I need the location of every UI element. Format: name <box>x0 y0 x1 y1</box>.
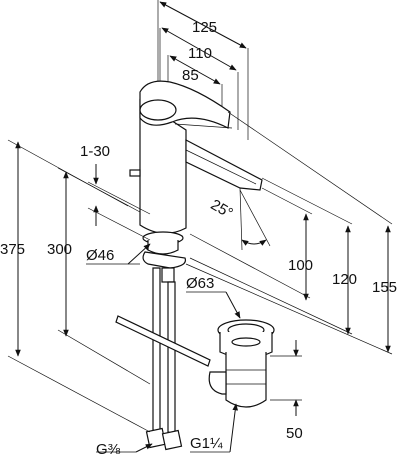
callout-g114 <box>190 403 238 453</box>
label-375: 375 <box>0 241 25 258</box>
label-g114: G1¼ <box>190 435 223 452</box>
dimension-1-30 <box>87 164 151 241</box>
dimension-dia46 <box>86 243 151 265</box>
label-50: 50 <box>286 425 303 442</box>
dimension-300 <box>57 167 151 385</box>
label-155: 155 <box>372 279 397 296</box>
label-125: 125 <box>192 19 217 36</box>
mounting-hardware <box>115 251 211 451</box>
dimension-120 <box>189 177 353 335</box>
dimension-155 <box>185 111 393 355</box>
dimension-100 <box>189 187 313 301</box>
label-dia63: Ø63 <box>186 275 214 292</box>
label-85: 85 <box>182 67 199 84</box>
label-g38: G⅜ <box>96 441 121 458</box>
label-300: 300 <box>47 241 72 258</box>
dimension-50 <box>270 340 302 416</box>
label-1-30: 1-30 <box>80 143 110 160</box>
drain-assembly <box>208 319 275 408</box>
label-120: 120 <box>332 271 357 288</box>
dimension-25deg <box>239 187 271 251</box>
label-dia46: Ø46 <box>86 247 114 264</box>
label-25deg: 25° <box>208 196 236 222</box>
faucet-body <box>129 80 263 255</box>
label-110: 110 <box>188 45 212 62</box>
dimension-375 <box>7 139 151 433</box>
dimension-dia63 <box>186 291 241 319</box>
label-100: 100 <box>288 257 313 274</box>
callout-g38 <box>96 443 153 453</box>
